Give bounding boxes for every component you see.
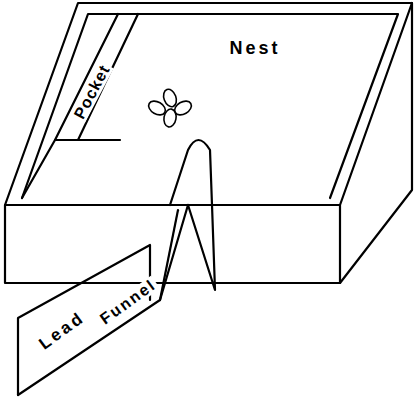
part-label: Nest <box>227 39 282 57</box>
part-label: Lead <box>34 307 89 353</box>
